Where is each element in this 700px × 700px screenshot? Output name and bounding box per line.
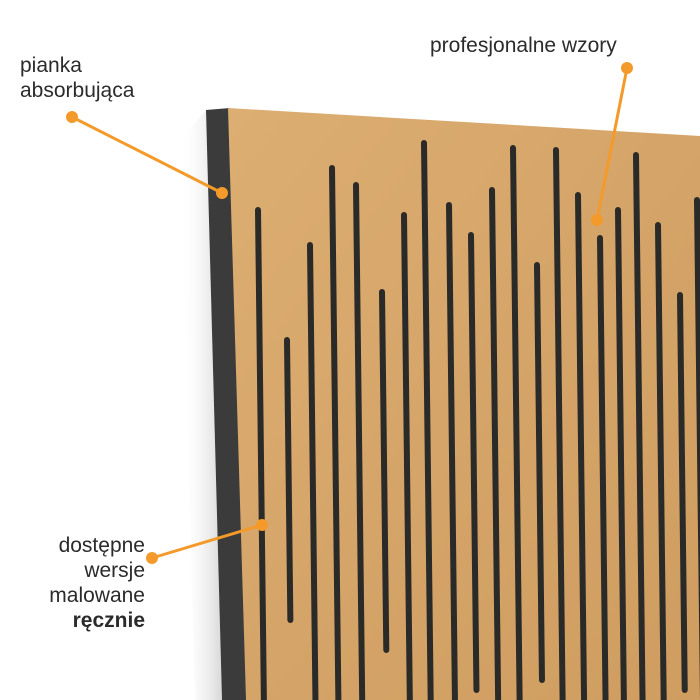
pointer-dot (146, 552, 158, 564)
pointer-dot (621, 62, 633, 74)
label-foam: pianka absorbująca (20, 53, 134, 103)
slot (284, 337, 294, 623)
slot (353, 182, 366, 700)
label-hand-painted: dostępne wersje malowane ręcznie (30, 533, 145, 633)
pointer-line (71, 115, 223, 195)
slot (329, 165, 342, 700)
slot (446, 202, 458, 700)
pointer-group (66, 62, 633, 564)
slot (401, 212, 413, 700)
slot (534, 262, 545, 683)
slot (615, 207, 627, 700)
slot (677, 292, 688, 693)
pointer-line (151, 523, 263, 560)
slot (553, 147, 566, 700)
slot (694, 197, 700, 700)
slot (633, 152, 646, 700)
slot (510, 145, 523, 700)
pointer-dot (256, 519, 268, 531)
label-line: profesjonalne wzory (430, 34, 617, 57)
label-line: malowane (49, 584, 145, 607)
label-line: pianka (20, 54, 82, 77)
slot-group (255, 140, 700, 700)
slot (468, 232, 480, 693)
slot (421, 140, 434, 700)
pointer-dot (66, 111, 78, 123)
wood-face (228, 108, 700, 700)
label-line: absorbująca (20, 79, 135, 102)
panel-shadow (180, 110, 222, 700)
slot (655, 222, 667, 700)
slot (597, 235, 609, 700)
slot (575, 192, 588, 700)
label-bold: ręcznie (72, 609, 145, 632)
label-line: wersje (84, 559, 145, 582)
slot (307, 242, 319, 700)
pointer-dot (591, 214, 603, 226)
label-pattern: profesjonalne wzory (430, 33, 617, 58)
label-line: dostępne (58, 534, 145, 557)
foam-edge (206, 108, 248, 700)
slot (255, 207, 267, 700)
slot (379, 289, 390, 653)
pointer-line (595, 67, 629, 221)
pointer-dot (216, 187, 228, 199)
slot (489, 187, 502, 700)
